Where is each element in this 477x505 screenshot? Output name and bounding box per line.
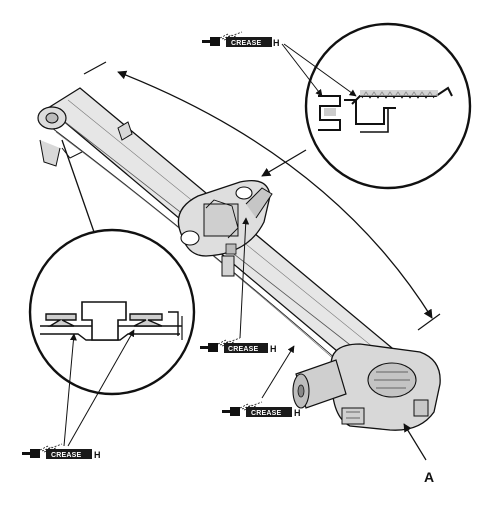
callout-a-leader bbox=[403, 423, 427, 461]
detail-circle-slider-profile bbox=[28, 228, 196, 396]
grease-label-cable: CREASE H bbox=[222, 401, 301, 418]
svg-text:H: H bbox=[273, 38, 280, 48]
grease-label-carrier: CREASE H bbox=[200, 337, 277, 354]
grease-label-top: CREASE H bbox=[202, 31, 280, 48]
callout-a-label: A bbox=[424, 469, 434, 485]
detail-leader-lower bbox=[61, 139, 95, 233]
svg-text:CREASE: CREASE bbox=[228, 346, 259, 353]
grease-leader-bottom-2 bbox=[67, 329, 135, 447]
grease-label-bottom: CREASE H bbox=[22, 443, 101, 460]
svg-text:H: H bbox=[294, 408, 301, 418]
svg-text:H: H bbox=[94, 450, 101, 460]
travel-range-tick-bottom bbox=[417, 313, 441, 331]
svg-text:CREASE: CREASE bbox=[231, 40, 262, 47]
travel-range-arrow bbox=[117, 70, 433, 319]
travel-range-tick-top bbox=[83, 61, 107, 75]
grease-leader-top-2 bbox=[283, 43, 357, 97]
svg-text:H: H bbox=[270, 344, 277, 354]
upper-pulley bbox=[37, 106, 133, 167]
grease-tube-icon bbox=[22, 443, 63, 458]
glass-carrier bbox=[177, 179, 273, 277]
grease-leader-cable bbox=[261, 345, 295, 399]
svg-text:CREASE: CREASE bbox=[251, 410, 282, 417]
detail-circle-rail-profile bbox=[304, 22, 472, 190]
grease-leader-bottom-1 bbox=[63, 333, 77, 447]
detail-leader-upper bbox=[261, 149, 307, 177]
svg-text:CREASE: CREASE bbox=[51, 452, 82, 459]
regulator-motor bbox=[292, 343, 441, 431]
grease-leader-carrier bbox=[239, 217, 250, 339]
grease-tube-icon bbox=[222, 401, 263, 416]
grease-leader-top-1 bbox=[281, 43, 323, 97]
